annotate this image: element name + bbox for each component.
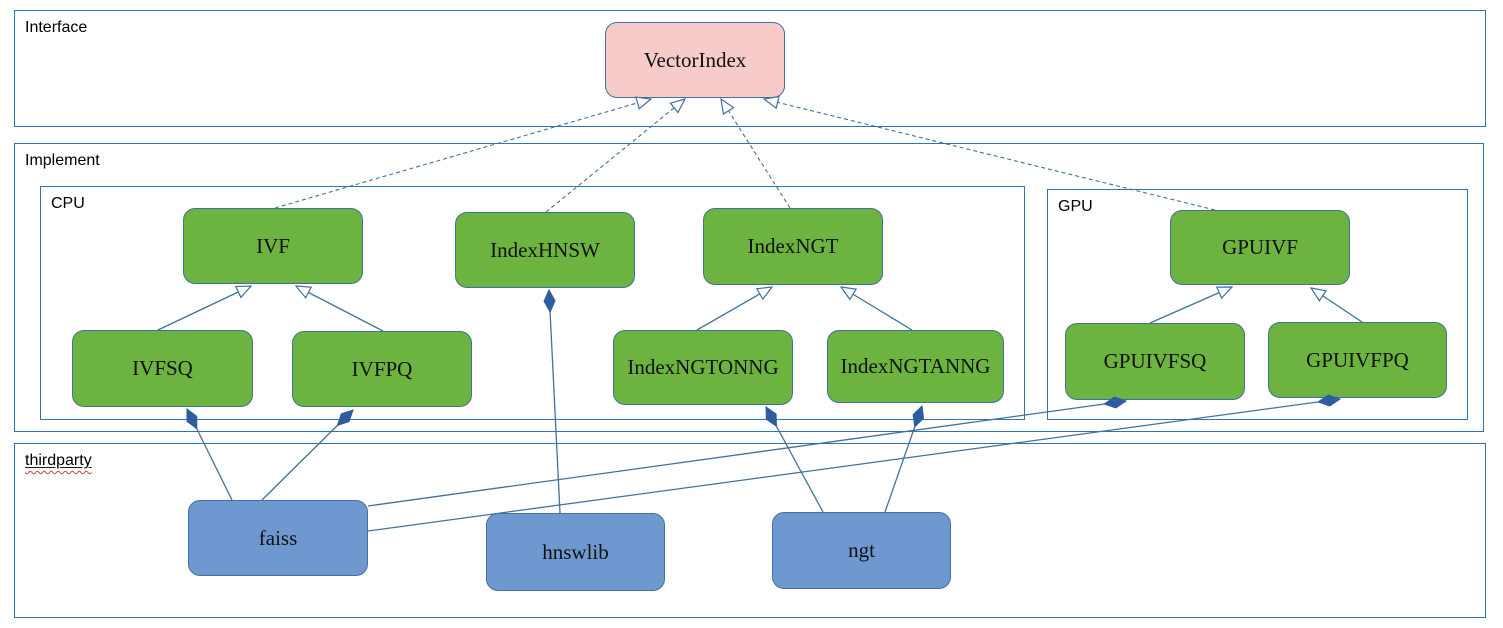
node-label-ivf: IVF — [256, 233, 290, 258]
node-label-gpuivf: GPUIVF — [1222, 235, 1298, 259]
node-indexhnsw: IndexHNSW — [455, 212, 635, 288]
container-label-thirdparty: thirdparty — [25, 452, 92, 470]
node-vectorindex: VectorIndex — [605, 22, 785, 98]
container-label-implement: Implement — [25, 152, 100, 169]
node-label-gpuivfsq: GPUIVFSQ — [1103, 349, 1207, 373]
node-indexngtonng: IndexNGTONNG — [613, 330, 793, 405]
node-label-indexngtonng: IndexNGTONNG — [627, 355, 779, 379]
node-label-gpuivfpq: GPUIVFPQ — [1306, 347, 1409, 372]
node-label-hnswlib: hnswlib — [542, 539, 609, 564]
node-label-vectorindex: VectorIndex — [643, 47, 747, 72]
node-ivfsq: IVFSQ — [72, 330, 253, 407]
node-label-indexngt: IndexNGT — [747, 234, 839, 258]
node-label-ivfsq: IVFSQ — [132, 356, 193, 380]
container-label-gpu: GPU — [1058, 198, 1093, 215]
node-indexngt: IndexNGT — [703, 208, 883, 285]
node-gpuivfpq: GPUIVFPQ — [1268, 322, 1447, 398]
node-faiss: faiss — [188, 500, 368, 576]
node-label-ngt: ngt — [848, 538, 875, 562]
container-label-cpu: CPU — [51, 195, 85, 212]
node-gpuivfsq: GPUIVFSQ — [1065, 323, 1245, 400]
misspelled-word: thirdparty — [25, 452, 92, 469]
node-ngt: ngt — [772, 512, 951, 589]
node-ivf: IVF — [183, 208, 363, 284]
node-label-indexhnsw: IndexHNSW — [490, 237, 600, 262]
node-indexngtanng: IndexNGTANNG — [827, 330, 1004, 403]
node-label-indexngtanng: IndexNGTANNG — [840, 354, 991, 378]
node-label-ivfpq: IVFPQ — [351, 356, 413, 381]
container-label-interface: Interface — [25, 19, 88, 36]
node-hnswlib: hnswlib — [486, 513, 665, 591]
node-label-faiss: faiss — [258, 525, 298, 550]
node-ivfpq: IVFPQ — [292, 331, 472, 407]
node-gpuivf: GPUIVF — [1170, 210, 1350, 285]
